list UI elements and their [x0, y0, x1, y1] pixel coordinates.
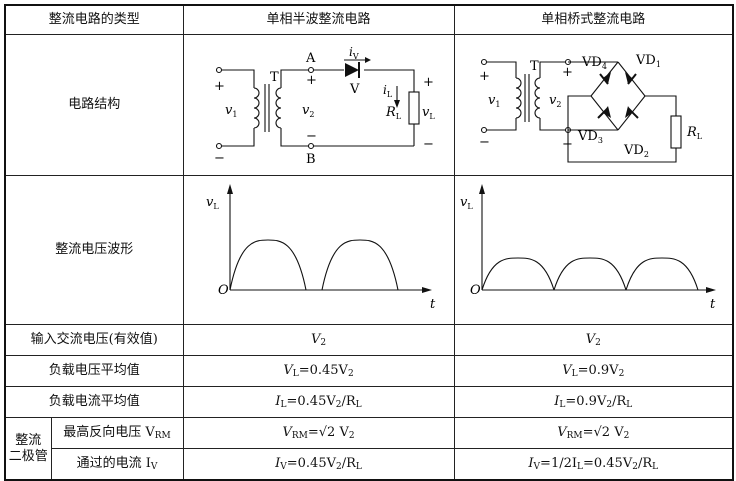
diode-group-label: 整流二极管: [4, 417, 52, 481]
half-rl-label: RL: [385, 105, 402, 121]
half-transformer-label: T: [270, 70, 279, 85]
half-wave-circuit-cell: + − v1 T A B + − v2 iV V iL RL vL + −: [182, 34, 455, 176]
half-wave-circuit-diagram: + − v1 T A B + − v2 iV V iL RL vL + −: [214, 45, 435, 167]
input-voltage-row: 输入交流电压(有效值) V2 V2: [4, 324, 734, 356]
load-voltage-label: 负载电压平均值: [4, 355, 184, 387]
bridge-circuit-cell: + − v1 T v2 + − VD4 VD1 VD3 VD2 RL: [453, 34, 734, 176]
diode-current-row: 通过的电流 IV IV=0.45V2/RL IV=1/2IL=0.45V2/RL: [5, 448, 734, 481]
bridge-load-current: IL=0.9V2/RL: [453, 386, 734, 418]
header-type: 整流电路的类型: [4, 4, 184, 35]
bridge-diode-current: IV=1/2IL=0.45V2/RL: [453, 448, 734, 481]
half-iv-label: iV: [349, 45, 359, 61]
bridge-transformer-label: T: [530, 59, 539, 74]
bridge-v2-label: v2: [549, 93, 561, 109]
circuit-row: 电路结构: [4, 34, 734, 176]
half-secondary-plus: +: [306, 73, 317, 88]
header-half-wave: 单相半波整流电路: [182, 4, 455, 35]
bridge-secondary-minus: −: [562, 137, 573, 152]
half-wave-waveform: vL O t: [206, 184, 436, 312]
half-diode-current: IV=0.45V2/RL: [182, 448, 455, 481]
half-v2-label: v2: [302, 103, 314, 119]
half-node-b: B: [306, 152, 316, 167]
load-voltage-row: 负载电压平均值 VL=0.45V2 VL=0.9V2: [4, 355, 734, 387]
half-il-label: iL: [383, 83, 393, 99]
half-waveform-origin: O: [218, 283, 229, 298]
header-bridge: 单相桥式整流电路: [453, 4, 734, 35]
half-v1-label: v1: [225, 103, 237, 119]
bridge-pulse-3: [625, 257, 699, 291]
half-load-plus: +: [423, 75, 434, 90]
load-current-row: 负载电流平均值 IL=0.45V2/RL IL=0.9V2/RL: [4, 386, 734, 418]
half-wave-pulse-2: [320, 239, 399, 291]
load-current-label: 负载电流平均值: [4, 386, 184, 418]
vrm-label: 最高反向电压 VRM: [50, 417, 184, 449]
bridge-vd1-label: VD1: [635, 53, 661, 69]
bridge-waveform-ylabel: vL: [460, 195, 473, 211]
half-load-current: IL=0.45V2/RL: [182, 386, 455, 418]
half-node-a: A: [305, 51, 316, 66]
header-row: 整流电路的类型 单相半波整流电路 单相桥式整流电路: [4, 4, 734, 35]
waveform-row: 整流电压波形 vL O t: [4, 175, 734, 325]
half-load-voltage: VL=0.45V2: [182, 355, 455, 387]
half-wave-waveform-cell: vL O t: [182, 175, 455, 325]
half-waveform-ylabel: vL: [206, 195, 219, 211]
bridge-waveform-cell: vL O t: [453, 175, 734, 325]
half-vl-label: vL: [422, 105, 435, 121]
bridge-vrm: VRM=√2 V2: [453, 417, 734, 449]
bridge-v1-label: v1: [488, 93, 500, 109]
half-wave-pulse-1: [228, 239, 307, 291]
bridge-primary-minus: −: [479, 135, 490, 150]
bridge-circuit-diagram: + − v1 T v2 + − VD4 VD1 VD3 VD2 RL: [479, 53, 703, 163]
half-load-minus: −: [423, 137, 434, 152]
bridge-pulse-2: [553, 257, 627, 291]
bridge-vd4-label: VD4: [581, 55, 607, 71]
bridge-input-voltage: V2: [453, 324, 734, 356]
rectifier-comparison-table: 整流电路的类型 单相半波整流电路 单相桥式整流电路 电路结构: [4, 4, 735, 481]
bridge-waveform: vL O t: [460, 184, 717, 312]
half-secondary-minus: −: [306, 129, 317, 144]
half-diode-label: V: [349, 82, 360, 97]
half-primary-minus: −: [214, 151, 225, 166]
input-voltage-label: 输入交流电压(有效值): [4, 324, 184, 356]
circuit-row-label: 电路结构: [4, 34, 184, 176]
bridge-waveform-xlabel: t: [710, 297, 716, 312]
half-input-voltage: V2: [182, 324, 455, 356]
vrm-row: 整流二极管 最高反向电压 VRM VRM=√2 V2 VRM=√2 V2: [4, 417, 734, 481]
bridge-waveform-origin: O: [470, 283, 481, 298]
bridge-rl-label: RL: [686, 125, 703, 141]
bridge-pulse-1: [481, 257, 555, 291]
bridge-load-voltage: VL=0.9V2: [453, 355, 734, 387]
half-vrm: VRM=√2 V2: [182, 417, 455, 449]
iv-label: 通过的电流 IV: [50, 448, 184, 481]
bridge-secondary-plus: +: [562, 65, 573, 80]
waveform-row-label: 整流电压波形: [4, 175, 184, 325]
half-waveform-xlabel: t: [430, 297, 436, 312]
bridge-primary-plus: +: [479, 69, 490, 84]
half-primary-plus: +: [214, 79, 225, 94]
bridge-vd2-label: VD2: [623, 143, 649, 159]
bridge-vd3-label: VD3: [577, 129, 603, 145]
